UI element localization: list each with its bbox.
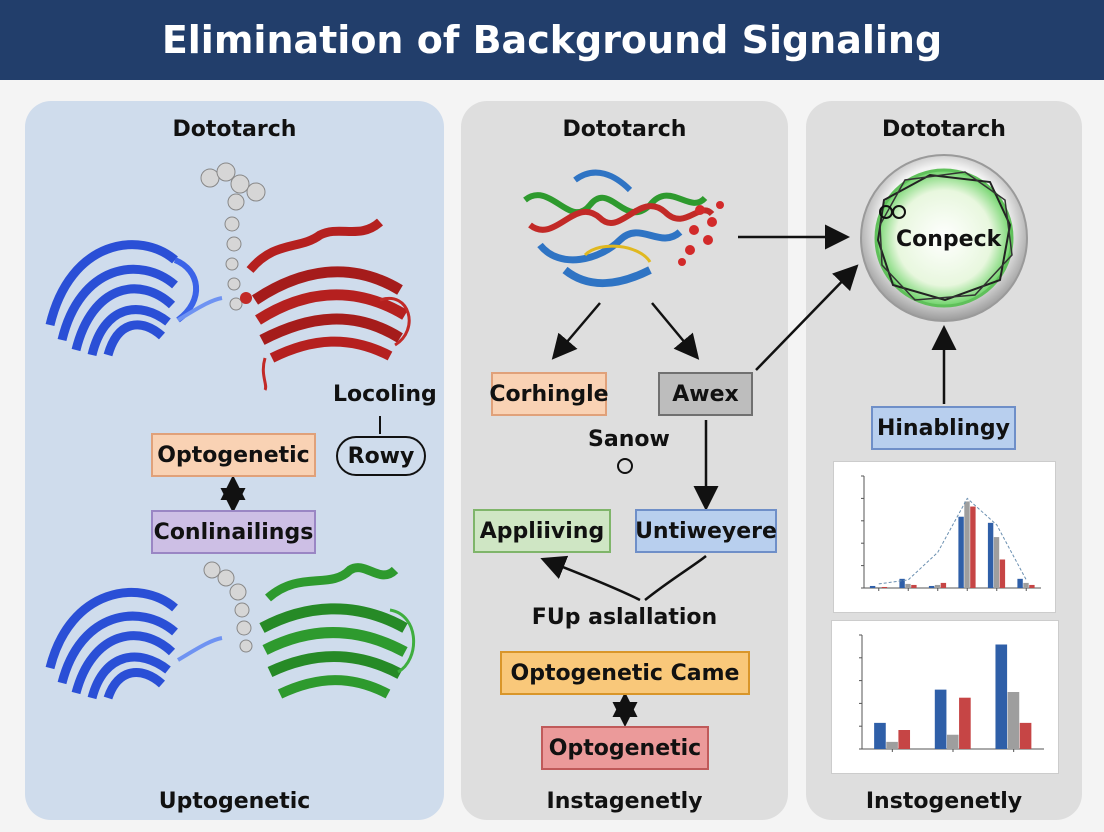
optogenetic-box-middle: Optogenetic [541,726,709,770]
chart-bottom [831,620,1059,774]
untiweyere-box: Untiweyere [635,509,777,553]
linker-beads-bottom [203,561,253,653]
left-panel-title: Dototarch [172,117,297,142]
chart-1-bar [928,585,935,588]
sanow-circle [617,458,633,474]
arrow-to-corhingle [551,302,601,360]
chart-1-bar [987,522,994,588]
locoling-label: Locoling [333,382,437,407]
chart-1-bar [964,501,970,588]
chart-1-bar [875,586,882,588]
chart-1-trend-line [878,497,1027,585]
chart-1-bar [869,585,876,588]
chart-2-bar [898,730,911,749]
middle-panel-footer: Instagenetly [546,789,703,814]
chart-2-bar [934,689,947,749]
cell-sphere [860,154,1028,322]
chart-1-bar [970,506,976,588]
left-panel-footer: Uptogenetic [158,789,311,814]
right-panel-title: Dototarch [882,117,1006,142]
chart-2-bar [874,722,886,749]
optogenetic-came-box: Optogenetic Came [500,651,750,695]
chart-1-bar [905,583,911,588]
chart-2-bar [1019,722,1032,749]
right-panel-footer: Instogenetly [865,789,1023,814]
chart-2-bar [959,697,971,749]
arrow-to-appliiving [540,555,641,602]
sanow-label: Sanow [588,427,670,452]
conlinailings-box: Conlinailings [151,510,316,554]
green-protein [259,563,416,699]
corhingle-box: Corhingle [489,372,609,416]
chart-1-bar [899,578,905,588]
chart-1-bar [999,559,1006,588]
blue-protein-top [45,240,223,357]
optogenetic-box-left: Optogenetic [151,433,316,477]
arrow-to-awex [651,302,700,360]
hinablingy-box: Hinablingy [871,406,1016,450]
appliiving-box: Appliiving [473,509,611,553]
chart-2-bar [886,741,898,749]
chart-1-bar [1029,584,1035,588]
chart-1-bar [958,516,964,588]
fup-label: FUp aslallation [531,605,718,630]
chart-bottom-svg [859,634,1044,752]
middle-panel-title: Dototarch [562,117,687,142]
page-title: Elimination of Background Signaling [0,0,1104,80]
chart-1-bar [881,586,888,588]
chart-1-bar [993,537,1000,588]
blue-protein-bottom [45,587,223,700]
rowy-pill: Rowy [336,436,426,476]
chart-1-bar [1017,578,1023,588]
chart-top [833,461,1056,613]
chart-top-svg [861,475,1041,591]
chart-2-bar [1007,692,1020,749]
dna-protein-complex [523,169,724,288]
chart-2-bar [995,644,1008,749]
chart-2-bar [946,734,959,749]
chart-1-bar [934,584,941,588]
conpeck-label: Conpeck [896,227,1002,252]
chart-1-bar [911,584,917,588]
arrow-awex-to-conpeck [755,264,859,371]
chart-1-bar [1023,582,1029,588]
linker-beads-top [200,162,266,311]
red-protein [240,218,411,391]
awex-box: Awex [658,372,753,416]
chart-1-bar [940,582,947,588]
line-from-untiweyere [644,555,707,601]
